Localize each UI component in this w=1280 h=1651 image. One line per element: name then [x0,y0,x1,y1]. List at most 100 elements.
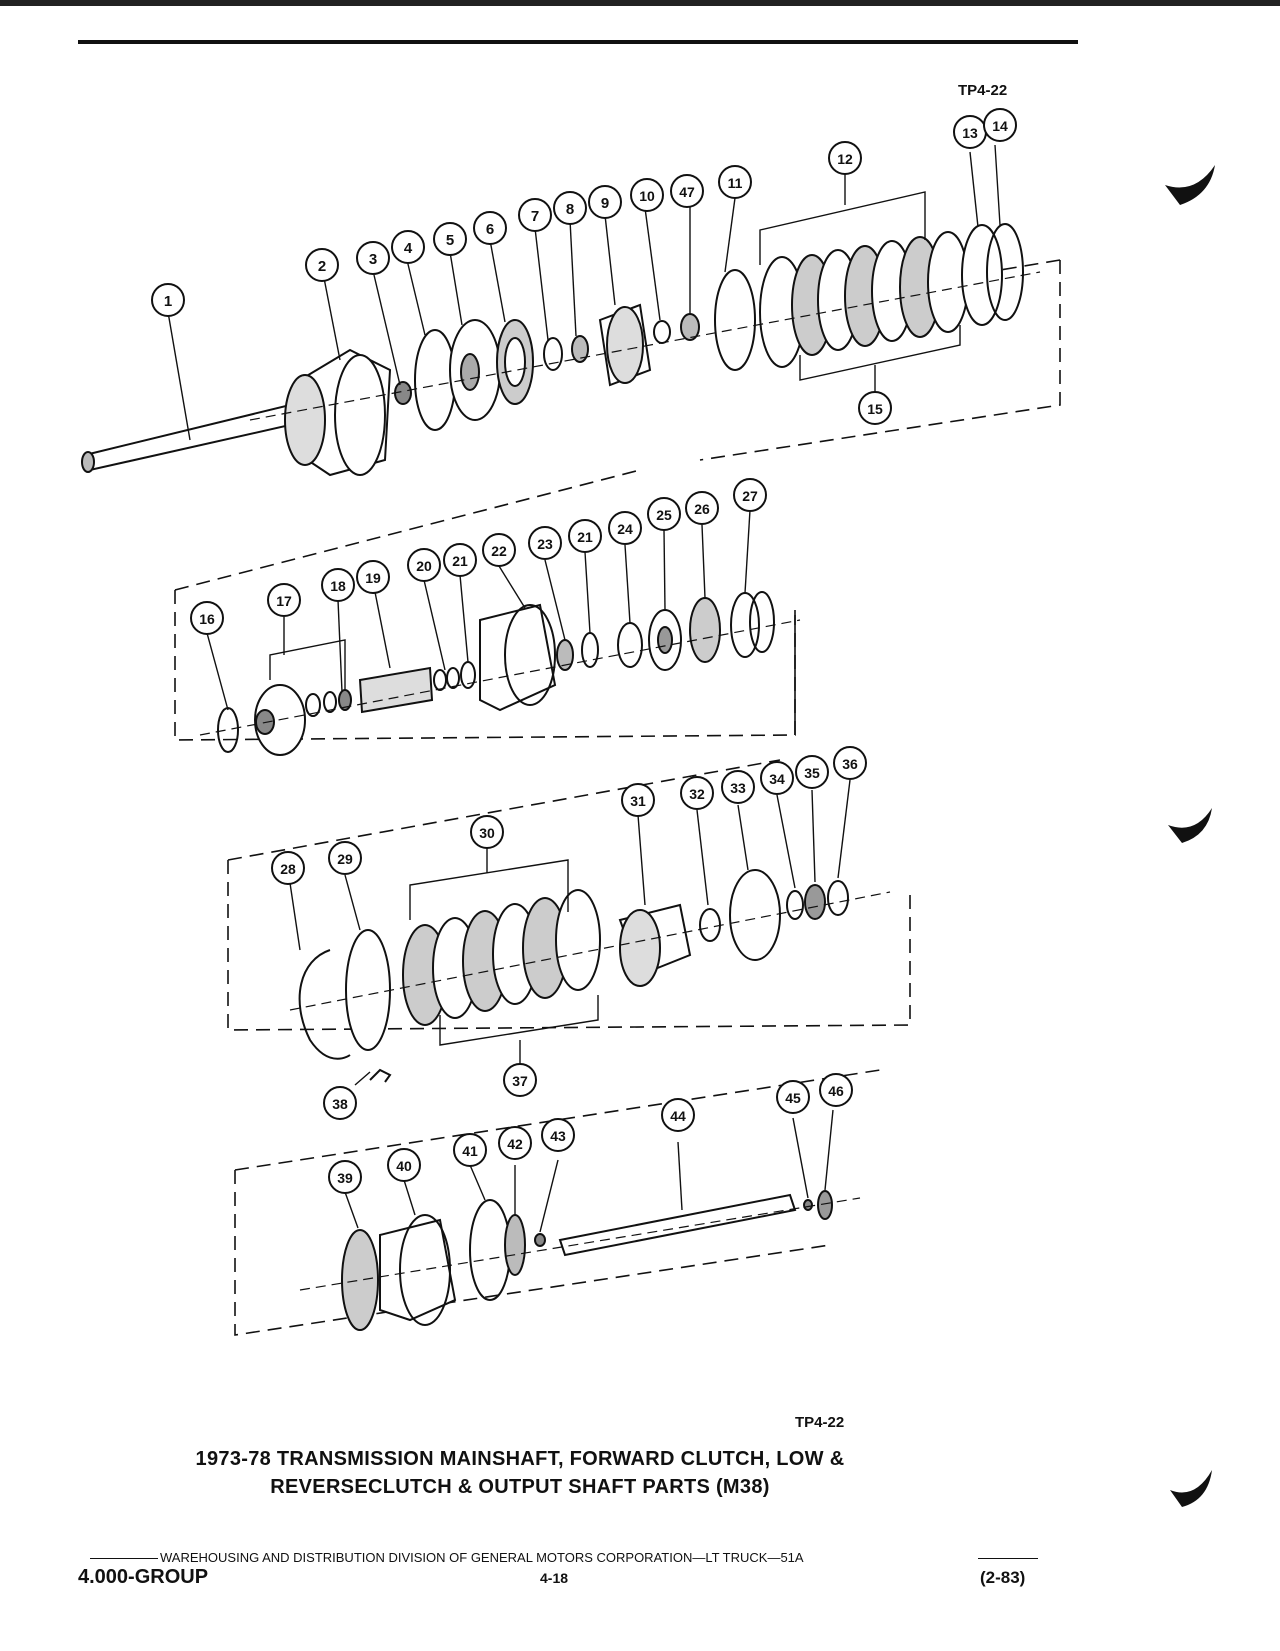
callout-28: 28 [271,851,305,885]
footer-rule-right [978,1558,1038,1559]
section-frame-3 [227,759,911,1031]
part-19-sun-gear [358,666,434,714]
callout-27: 27 [733,478,767,512]
part-3-seal [394,381,412,405]
callout-4: 4 [391,230,425,264]
svg-text:28: 28 [280,861,296,877]
callout-3: 3 [356,241,390,275]
svg-text:39: 39 [337,1170,353,1186]
callout-41: 41 [453,1133,487,1167]
part-5-piston [449,319,501,421]
svg-text:13: 13 [962,125,978,141]
callout-29: 29 [328,841,362,875]
callout-2: 2 [305,248,339,282]
svg-text:16: 16 [199,611,215,627]
part-27-ring-b [749,591,775,653]
callout-45: 45 [776,1080,810,1114]
svg-text:11: 11 [728,175,743,191]
svg-text:42: 42 [507,1136,523,1152]
svg-text:44: 44 [670,1108,686,1124]
svg-text:29: 29 [337,851,353,867]
part-35-washer [804,884,826,920]
svg-text:21: 21 [577,529,593,545]
part-28-snap-ring [298,949,351,1060]
part-44-output-shaft [558,1193,797,1257]
svg-text:47: 47 [679,184,695,200]
part-7-washer [543,337,563,371]
part-31-ring-gear [618,903,692,987]
callout-5: 5 [433,222,467,256]
part-41-ring [469,1199,511,1301]
callout-42: 42 [498,1126,532,1160]
part-26-sprag [689,597,721,663]
callout-23: 23 [528,526,562,560]
footer-publisher: WAREHOUSING AND DISTRIBUTION DIVISION OF… [160,1550,804,1565]
svg-text:20: 20 [416,558,432,574]
svg-text:31: 31 [630,793,646,809]
callout-12: 12 [828,141,862,175]
svg-text:41: 41 [462,1143,478,1159]
caption-line-2: REVERSECLUTCH & OUTPUT SHAFT PARTS (M38) [270,1476,770,1498]
part-10-washer [653,320,671,344]
svg-text:45: 45 [785,1090,801,1106]
callout-22: 22 [482,533,516,567]
figure-code-bottom: TP4-22 [795,1414,845,1431]
svg-text:14: 14 [992,118,1008,134]
part-33-carrier [729,869,781,961]
svg-text:21: 21 [452,553,468,569]
callout-33: 33 [721,770,755,804]
svg-text:40: 40 [396,1158,412,1174]
callout-30: 30 [470,815,504,849]
callout-32: 32 [680,776,714,810]
part-30-37-clutch-plates [402,889,601,1026]
svg-text:26: 26 [694,501,710,517]
top-scan-border [0,0,1280,6]
svg-text:25: 25 [656,507,672,523]
svg-text:12: 12 [837,151,853,167]
svg-text:24: 24 [617,521,633,537]
part-13-pressure-plate [961,224,1003,326]
svg-text:30: 30 [479,825,495,841]
callout-44: 44 [661,1098,695,1132]
section-frame-4 [234,1069,881,1336]
part-6-spring-retainer [496,319,534,405]
callout-36: 36 [833,746,867,780]
section-frame-2 [174,469,796,741]
callout-39: 39 [328,1160,362,1194]
part-22-drum [479,603,557,712]
callout-43: 43 [541,1118,575,1152]
callout-31: 31 [621,783,655,817]
part-43-plug [534,1233,546,1247]
svg-text:2: 2 [318,258,326,275]
svg-text:35: 35 [804,765,820,781]
svg-text:5: 5 [446,232,454,249]
svg-text:9: 9 [601,195,609,212]
svg-text:38: 38 [332,1096,348,1112]
svg-text:34: 34 [769,771,785,787]
callout-6: 6 [473,211,507,245]
callout-7: 7 [518,198,552,232]
callout-17: 17 [267,583,301,617]
callout-14: 14 [983,108,1017,142]
part-39-gear [341,1229,379,1331]
part-11-snap-ring [714,269,756,371]
part-8-washer [571,335,589,363]
svg-text:23: 23 [537,536,553,552]
part-14-snap-ring [986,223,1024,321]
part-16-washer [217,707,239,753]
svg-text:33: 33 [730,780,746,796]
part-20-washer-b [446,667,460,689]
callout-bubbles: 1 2 3 4 5 6 7 8 9 10 47 11 12 13 14 15 1… [151,108,1017,1194]
footer-date: (2-83) [980,1568,1026,1587]
part-17-washer [305,693,321,717]
callout-38: 38 [323,1086,357,1120]
callout-1: 1 [151,283,185,317]
part-29-plate [345,929,391,1051]
svg-text:1: 1 [164,293,172,310]
callout-11: 11 [718,165,752,199]
caption-line-1: 1973-78 TRANSMISSION MAINSHAFT, FORWARD … [195,1448,845,1470]
part-45-clip [803,1199,813,1211]
svg-text:15: 15 [867,401,883,417]
callout-9: 9 [588,185,622,219]
